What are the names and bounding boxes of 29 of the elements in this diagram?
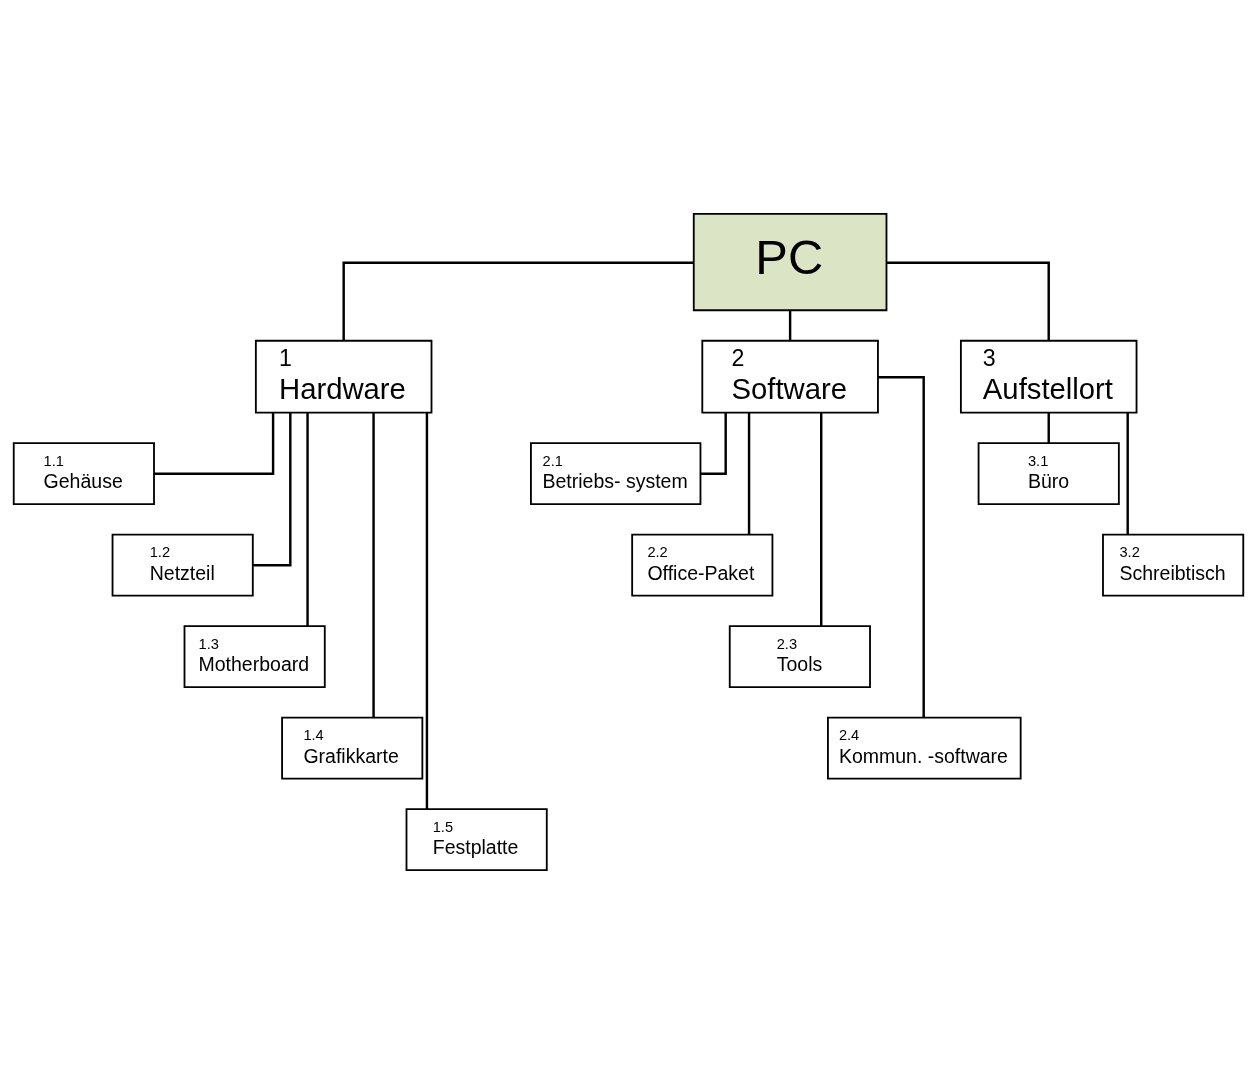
node-box: 2 Software: [701, 339, 879, 414]
node-box: 1 Hardware: [254, 339, 433, 414]
connector: [700, 412, 727, 475]
connector: [878, 375, 925, 717]
connector: [342, 260, 694, 341]
node-box: 1.2 Netzteil: [111, 533, 254, 597]
connector: [747, 412, 751, 535]
node-box: 1.3 Motherboard: [183, 624, 326, 688]
connector: [425, 412, 429, 809]
connector: [372, 412, 375, 718]
node-box: 2.4 Kommun. -software: [827, 716, 1022, 780]
node-box: 2.3 Tools: [728, 624, 871, 688]
connector: [788, 309, 792, 341]
node-box: 3.2 Schreibtisch: [1102, 533, 1245, 597]
node-box: 3.1 Büro: [977, 441, 1120, 505]
node-box: 1.1 Gehäuse: [12, 441, 155, 505]
node-box: 3 Aufstellort: [959, 339, 1138, 414]
connector: [820, 412, 823, 626]
node-box: 2.2 Office-Paket: [631, 533, 774, 597]
connector: [306, 412, 309, 626]
node-box: PC: [692, 212, 888, 311]
connector: [1047, 412, 1050, 443]
connector: [154, 412, 275, 475]
node-box: 2.1 Betriebs- system: [530, 441, 702, 505]
connector: [886, 260, 1050, 341]
node-box: 1.4 Grafikkarte: [281, 716, 424, 780]
connector: [1126, 412, 1129, 535]
connector: [253, 412, 292, 566]
node-box: 1.5 Festplatte: [405, 807, 548, 871]
